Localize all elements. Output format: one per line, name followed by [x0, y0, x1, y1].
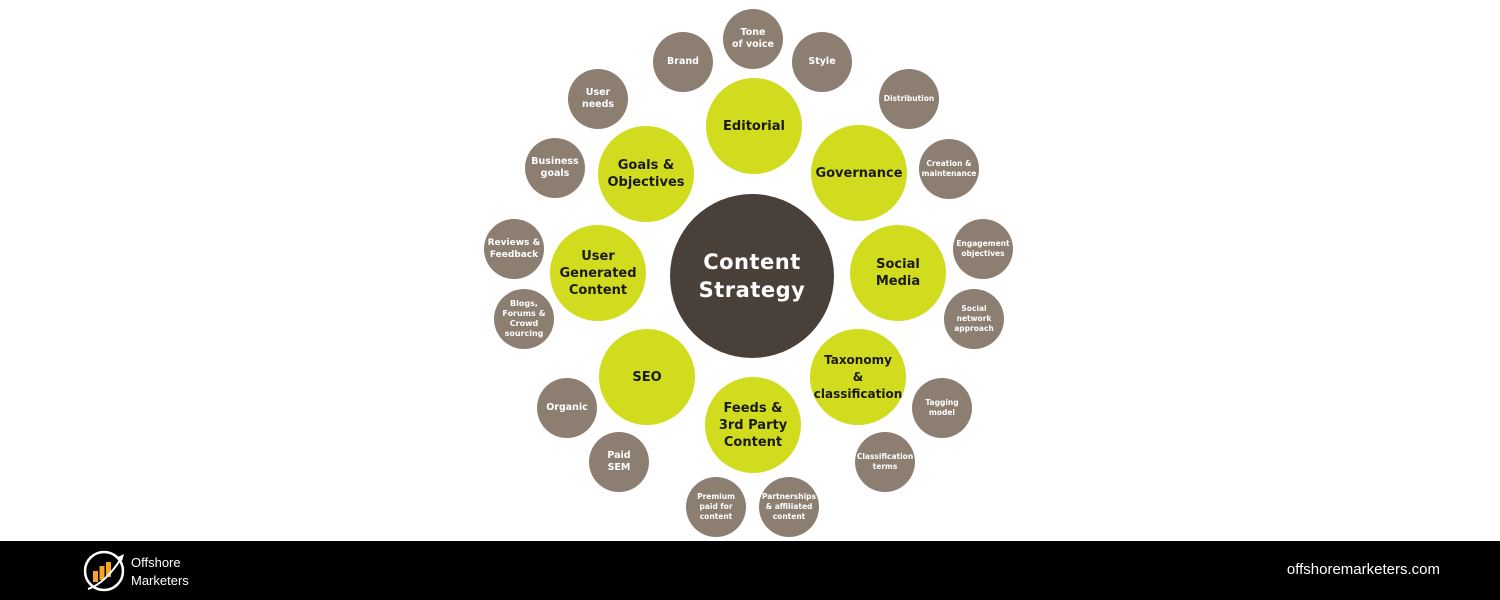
node-business-goals: Business goals — [525, 138, 585, 198]
node-social-network-approach: Social network approach — [944, 289, 1004, 349]
node-user-needs: User needs — [568, 69, 628, 129]
node-tone-of-voice: Tone of voice — [723, 9, 783, 69]
bar-chart-arrow-logo-icon — [83, 550, 125, 592]
node-feeds: Feeds & 3rd Party Content — [705, 377, 801, 473]
node-taxonomy: Taxonomy & classification — [810, 329, 906, 425]
content-strategy-diagram: Content Strategy Editorial Governance So… — [484, 9, 1013, 537]
node-editorial: Editorial — [706, 78, 802, 174]
node-social-media: Social Media — [850, 225, 946, 321]
node-goals-objectives: Goals & Objectives — [598, 126, 694, 222]
node-organic: Organic — [537, 378, 597, 438]
node-seo: SEO — [599, 329, 695, 425]
node-premium-content: Premium paid for content — [686, 477, 746, 537]
node-style: Style — [792, 32, 852, 92]
node-blogs-forums: Blogs, Forums & Crowd sourcing — [494, 289, 554, 349]
node-creation-maintenance: Creation & maintenance — [919, 139, 979, 199]
center-label: Content Strategy — [698, 250, 806, 302]
node-user-generated-content: User Generated Content — [550, 225, 646, 321]
node-paid-sem: Paid SEM — [589, 432, 649, 492]
brand-name: Offshore Marketers — [131, 555, 189, 588]
node-engagement-objectives: Engagement objectives — [953, 219, 1013, 279]
node-reviews-feedback: Reviews & Feedback — [484, 219, 544, 279]
node-distribution: Distribution — [879, 69, 939, 129]
node-tagging-model: Tagging model — [912, 378, 972, 438]
node-brand: Brand — [653, 32, 713, 92]
footer-bar: Offshore Marketers offshoremarketers.com — [0, 541, 1500, 600]
node-governance: Governance — [811, 125, 907, 221]
website-link[interactable]: offshoremarketers.com — [1286, 561, 1440, 578]
node-classification-terms: Classification terms — [855, 432, 915, 492]
node-partnerships: Partnerships & affiliated content — [759, 477, 819, 537]
center-node: Content Strategy — [670, 194, 834, 358]
